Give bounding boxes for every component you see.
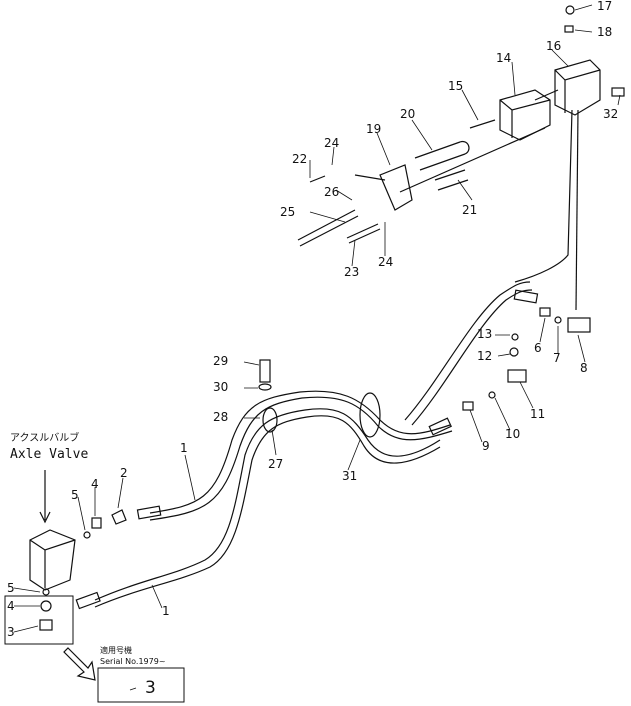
callout-11: 11 <box>530 407 546 421</box>
callout-8: 8 <box>580 361 588 375</box>
bracket-19 <box>354 164 413 211</box>
valve-block-14 <box>499 89 551 141</box>
callout-10: 10 <box>505 427 521 441</box>
callout-20: 20 <box>400 107 416 121</box>
callout-4-top: 4 <box>91 477 99 491</box>
callout-21: 21 <box>462 203 478 217</box>
leader-lines <box>13 4 621 691</box>
washer-30 <box>258 383 272 391</box>
callout-32: 32 <box>603 107 619 121</box>
part-32 <box>611 87 625 97</box>
callout-2: 2 <box>120 466 128 480</box>
callout-9: 9 <box>482 439 490 453</box>
callout-18: 18 <box>597 25 613 39</box>
callout-5-left: 5 <box>7 581 15 595</box>
part-6 <box>539 307 551 317</box>
axle-valve-label-jp: アクスルバルブ <box>10 433 80 444</box>
fitting-hose-9 <box>428 417 452 436</box>
callout-24-bottom: 24 <box>378 255 394 269</box>
part-2-elbow <box>111 509 127 525</box>
callout-23: 23 <box>344 265 360 279</box>
callout-1-lower: 1 <box>162 604 170 618</box>
callout-5-top: 5 <box>71 488 79 502</box>
callout-31: 31 <box>342 469 358 483</box>
callout-7: 7 <box>553 351 561 365</box>
fitting-hose-1-upper <box>136 505 162 520</box>
pipe-vertical-b <box>575 109 579 311</box>
part-5-left <box>42 588 50 596</box>
part-17 <box>565 5 575 15</box>
serial-part-number: 3 <box>145 678 156 698</box>
hose-lower-b <box>94 415 441 608</box>
clamp-31 <box>359 392 381 438</box>
part-5-top <box>83 531 91 539</box>
part-10 <box>488 391 496 399</box>
axle-valve-arrow <box>39 470 51 524</box>
callout-29: 29 <box>213 354 229 368</box>
hose-lower <box>94 408 441 601</box>
callout-22: 22 <box>292 152 308 166</box>
part-12 <box>509 347 519 357</box>
hose-upper <box>149 390 451 514</box>
axle-valve-body <box>29 529 76 591</box>
bolt-23 <box>346 223 381 244</box>
callout-17: 17 <box>597 0 613 13</box>
callout-27: 27 <box>268 457 284 471</box>
callout-12: 12 <box>477 349 493 363</box>
hose-rise-b <box>411 289 533 426</box>
hose-upper-b <box>149 396 453 521</box>
bolt-25 <box>297 209 359 247</box>
callout-30: 30 <box>213 380 229 394</box>
callout-6: 6 <box>534 341 542 355</box>
sleeve-21 <box>434 169 469 191</box>
part-7 <box>554 316 562 324</box>
part-4-top <box>91 517 102 529</box>
callout-25: 25 <box>280 205 296 219</box>
serial-arrow <box>63 647 96 681</box>
fitting-hose-top <box>513 289 539 304</box>
fitting-hose-1-lower <box>75 591 101 610</box>
part-9 <box>462 401 474 411</box>
serial-label-jp: 適用号機 <box>100 646 132 655</box>
callout-3-left: 3 <box>7 625 15 639</box>
serial-label-en: Serial No.1979~ <box>100 657 166 666</box>
callout-24-top: 24 <box>324 136 340 150</box>
part-13 <box>511 333 519 341</box>
part-11 <box>507 369 527 383</box>
bolt-22 <box>309 175 326 183</box>
callout-15: 15 <box>448 79 464 93</box>
callout-16: 16 <box>546 39 562 53</box>
pipe-vertical <box>514 109 573 283</box>
callout-13: 13 <box>477 327 493 341</box>
sleeve-20 <box>414 140 470 171</box>
bolt-15 <box>469 119 496 129</box>
callout-28: 28 <box>213 410 229 424</box>
bolt-29 <box>259 359 271 383</box>
axle-valve-label-en: Axle Valve <box>10 447 89 462</box>
part-3-left <box>39 619 53 631</box>
valve-block-16 <box>554 59 601 116</box>
serial-frame <box>97 667 185 703</box>
hose-rise-a <box>404 281 531 421</box>
callout-26: 26 <box>324 185 340 199</box>
part-4-left <box>40 600 52 612</box>
callout-14: 14 <box>496 51 512 65</box>
callout-1-upper: 1 <box>180 441 188 455</box>
clamp-27 <box>262 407 278 433</box>
part-18 <box>564 25 574 33</box>
callout-19: 19 <box>366 122 382 136</box>
part-8 <box>567 317 591 333</box>
callout-4-left: 4 <box>7 599 15 613</box>
inset-frame-left <box>4 595 74 645</box>
